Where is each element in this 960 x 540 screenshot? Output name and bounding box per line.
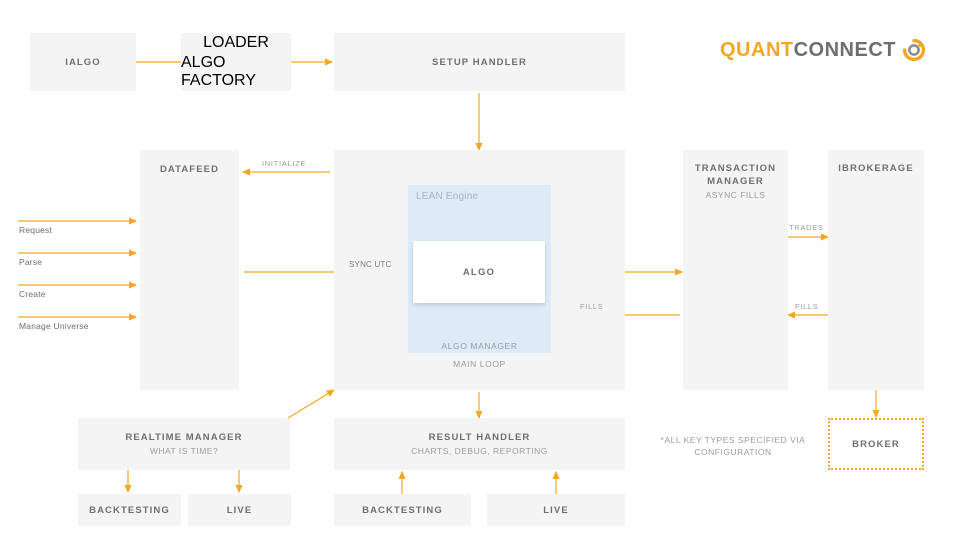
lean-engine-label: LEAN Engine — [416, 191, 479, 202]
datafeed-input-manage-universe: Manage Universe — [19, 321, 89, 331]
datafeed-input-parse: Parse — [19, 257, 43, 267]
datafeed-input-create: Create — [19, 289, 46, 299]
box-result-backtesting[interactable]: BACKTESTING — [334, 494, 471, 526]
box-realtime-live[interactable]: LIVE — [188, 494, 291, 526]
box-broker[interactable]: BROKER — [828, 418, 924, 470]
datafeed-input-request: Request — [19, 225, 53, 235]
box-result-backtesting-title: BACKTESTING — [362, 504, 443, 516]
box-result-handler-sub: CHARTS, DEBUG, REPORTING — [411, 446, 548, 456]
label-initialize: INITIALIZE — [262, 159, 307, 168]
footnote-key-types: *ALL KEY TYPES SPECIFIED VIA CONFIGURATI… — [660, 435, 806, 457]
box-transaction-manager-title: TRANSACTION MANAGER — [694, 163, 777, 187]
box-ialgo-title: IALGO — [65, 56, 101, 68]
box-result-live-title: LIVE — [543, 504, 569, 516]
quantconnect-logo: QUANT CONNECT — [720, 38, 926, 62]
box-realtime-backtesting-title: BACKTESTING — [89, 504, 170, 516]
box-setup-handler-title: SETUP HANDLER — [432, 56, 527, 68]
box-realtime-manager-title: REALTIME MANAGER — [125, 432, 243, 443]
box-realtime-live-title: LIVE — [226, 504, 253, 516]
box-realtime-manager[interactable]: REALTIME MANAGER WHAT IS TIME? — [78, 418, 290, 470]
box-ialgo[interactable]: IALGO — [30, 33, 136, 91]
wire-realtime-to-engine — [287, 389, 336, 419]
box-datafeed[interactable]: DATAFEED — [140, 150, 239, 390]
quantconnect-logo-icon — [902, 38, 926, 62]
box-datafeed-title: DATAFEED — [159, 164, 220, 175]
box-transaction-manager-sub: ASYNC FILLS — [705, 190, 766, 200]
box-loader-algofactory[interactable]: LOADER ALGO FACTORY — [181, 33, 291, 91]
box-algofactory-title: ALGO FACTORY — [181, 54, 256, 89]
label-trades: TRADES — [789, 223, 824, 232]
box-transaction-manager[interactable]: TRANSACTION MANAGER ASYNC FILLS — [683, 150, 788, 390]
box-ibrokerage[interactable]: IBROKERAGE — [828, 150, 924, 390]
box-result-handler-title: RESULT HANDLER — [428, 432, 531, 443]
logo-text-quant: QUANT — [720, 38, 794, 61]
box-algo-title: ALGO — [462, 266, 496, 278]
label-fills-engine: FILLS — [580, 302, 604, 311]
box-result-handler[interactable]: RESULT HANDLER CHARTS, DEBUG, REPORTING — [334, 418, 625, 470]
box-ibrokerage-title: IBROKERAGE — [838, 163, 914, 174]
logo-text-connect: CONNECT — [793, 38, 896, 61]
label-fills-brokerage: FILLS — [795, 302, 819, 311]
algo-manager-label: ALGO MANAGER — [441, 341, 518, 351]
box-realtime-manager-sub: WHAT IS TIME? — [149, 446, 219, 456]
box-broker-title: BROKER — [852, 438, 900, 450]
box-loader-title: LOADER — [203, 34, 269, 51]
label-sync-utc: SYNC UTC — [349, 260, 392, 269]
box-realtime-backtesting[interactable]: BACKTESTING — [78, 494, 181, 526]
main-loop-label: MAIN LOOP — [453, 359, 506, 369]
box-setup-handler[interactable]: SETUP HANDLER — [334, 33, 625, 91]
box-result-live[interactable]: LIVE — [487, 494, 625, 526]
box-algo[interactable]: ALGO — [413, 241, 545, 303]
